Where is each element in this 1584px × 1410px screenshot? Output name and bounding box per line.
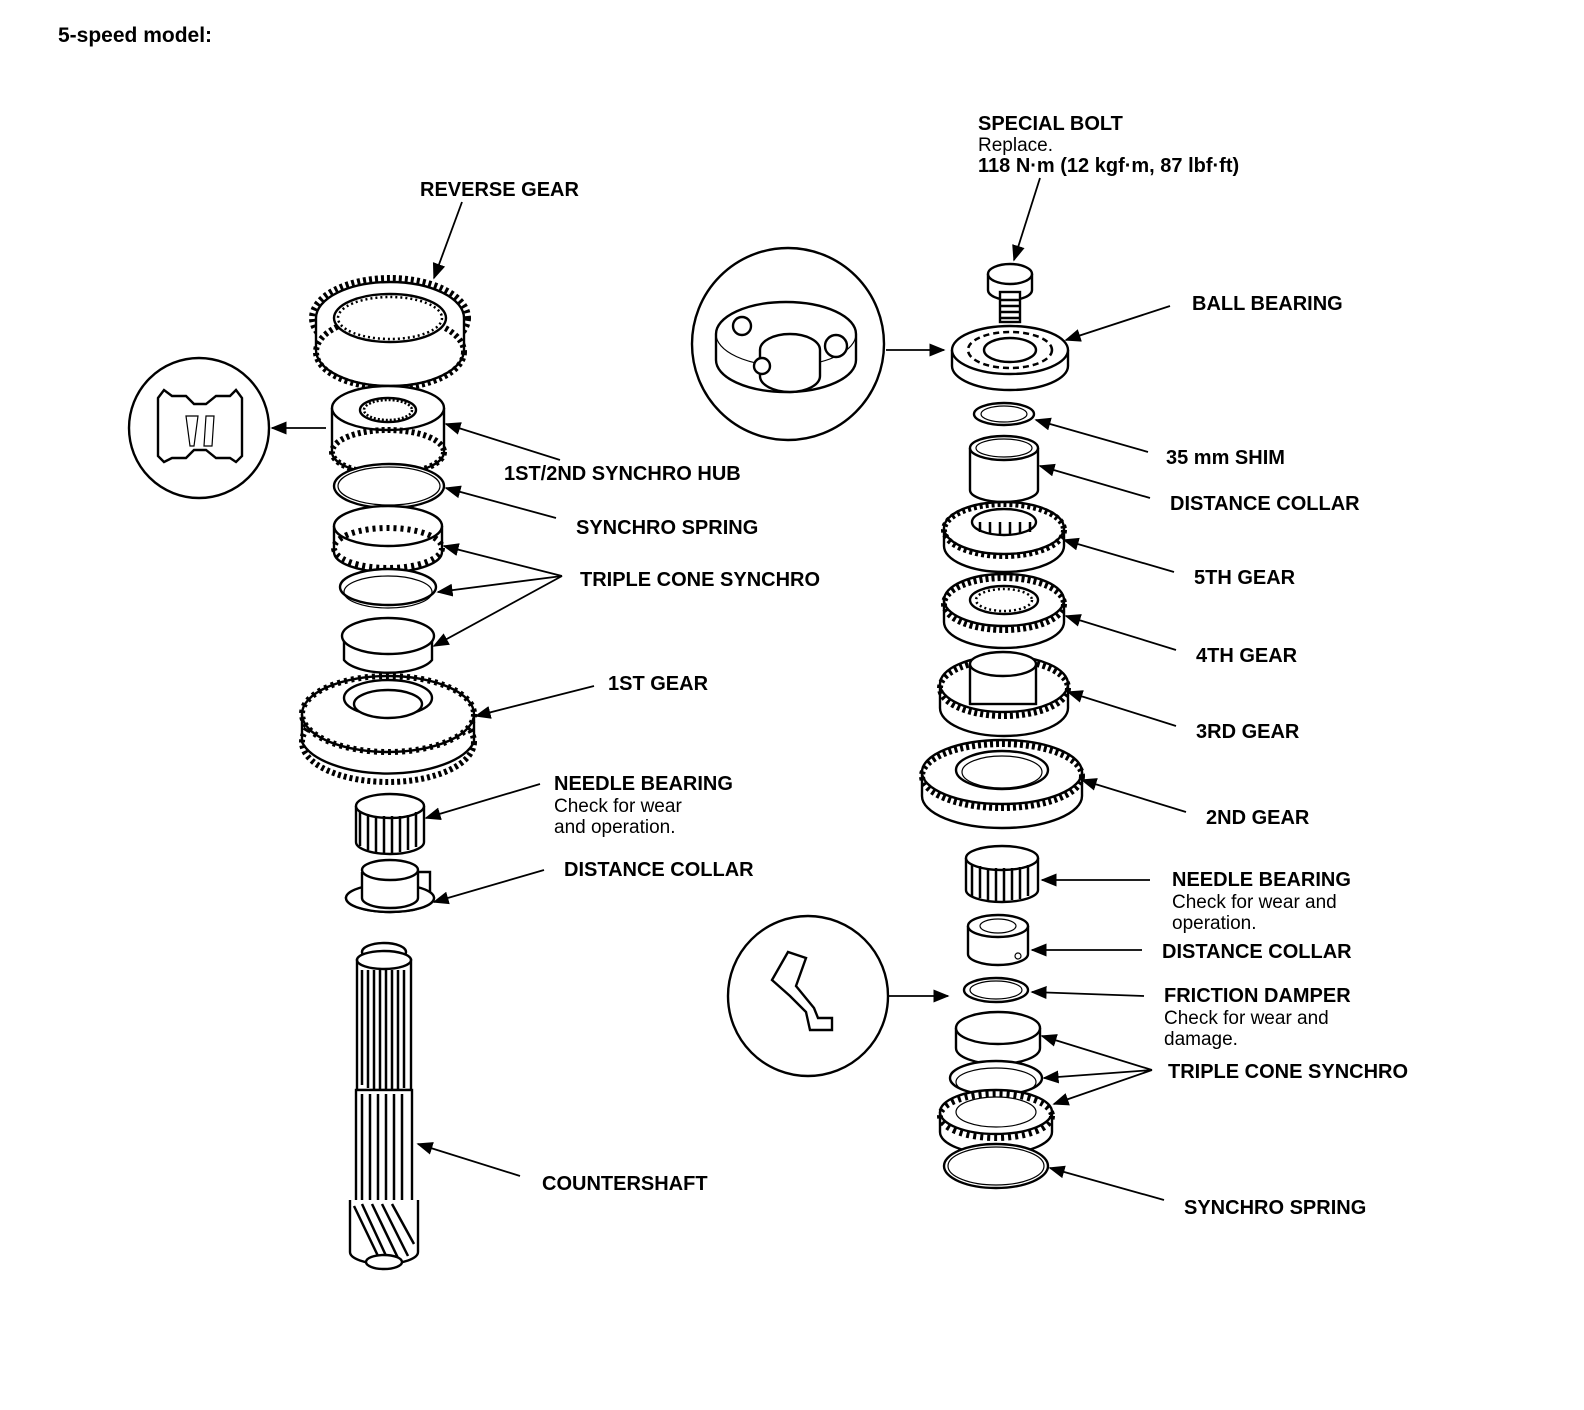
label-special-bolt: SPECIAL BOLT: [978, 113, 1123, 135]
distance-collar-left-part: [344, 858, 436, 914]
label-shim: 35 mm SHIM: [1166, 447, 1285, 469]
synchro-hub-part: [329, 384, 447, 477]
ball-bearing-detail-callout: [690, 246, 886, 442]
label-special-bolt-torque: 118 N·m (12 kgf·m, 87 lbf·ft): [978, 155, 1239, 177]
note-friction-damper-1: Check for wear and: [1164, 1008, 1329, 1029]
label-second-gear: 2ND GEAR: [1206, 807, 1310, 829]
label-reverse-gear: REVERSE GEAR: [420, 179, 579, 201]
left-labels: REVERSE GEAR 1ST/2ND SYNCHRO HUB SYNCHRO…: [420, 179, 820, 1195]
distance-collar-lower-part: [966, 913, 1030, 967]
label-friction-damper: FRICTION DAMPER: [1164, 985, 1351, 1007]
friction-damper-detail-callout: [726, 914, 890, 1078]
label-synchro-spring-right: SYNCHRO SPRING: [1184, 1197, 1366, 1219]
synchro-spring-left-part: [332, 462, 446, 510]
synchro-hub-detail-callout: [127, 356, 271, 500]
fifth-gear-part: [941, 500, 1067, 574]
second-gear-part: [919, 738, 1085, 830]
label-synchro-spring-left: SYNCHRO SPRING: [576, 517, 758, 539]
needle-bearing-left-part: [354, 792, 426, 856]
right-leader-lines: [886, 177, 1187, 1201]
label-first-gear: 1ST GEAR: [608, 673, 709, 695]
needle-bearing-right-part: [964, 844, 1040, 904]
fourth-gear-part: [941, 572, 1067, 650]
distance-collar-upper-part: [968, 434, 1040, 504]
countershaft-part: [348, 941, 420, 1271]
note-friction-damper-2: damage.: [1164, 1029, 1238, 1050]
friction-damper-part: [962, 976, 1030, 1004]
label-triple-cone-synchro-left: TRIPLE CONE SYNCHRO: [580, 569, 820, 591]
synchro-spring-right-part: [942, 1142, 1050, 1190]
label-triple-cone-synchro-right: TRIPLE CONE SYNCHRO: [1168, 1061, 1408, 1083]
label-fourth-gear: 4TH GEAR: [1196, 645, 1298, 667]
note-needle-bearing-left-2: and operation.: [554, 817, 676, 838]
left-assembly: [127, 275, 477, 1271]
note-needle-bearing-left-1: Check for wear: [554, 796, 682, 817]
label-countershaft: COUNTERSHAFT: [542, 1173, 708, 1195]
label-needle-bearing-left: NEEDLE BEARING: [554, 773, 733, 795]
label-distance-collar-lower: DISTANCE COLLAR: [1162, 941, 1352, 963]
note-needle-bearing-right-2: operation.: [1172, 913, 1257, 934]
ball-bearing-part: [950, 324, 1070, 392]
right-assembly: [690, 246, 1085, 1190]
label-fifth-gear: 5TH GEAR: [1194, 567, 1296, 589]
note-needle-bearing-right-1: Check for wear and: [1172, 892, 1337, 913]
first-gear-part: [299, 673, 477, 785]
label-synchro-hub: 1ST/2ND SYNCHRO HUB: [504, 463, 741, 485]
left-leader-lines: [270, 201, 595, 1177]
special-bolt-part: [986, 262, 1034, 324]
third-gear-part: [937, 650, 1071, 738]
label-third-gear: 3RD GEAR: [1196, 721, 1300, 743]
note-special-bolt: Replace.: [978, 135, 1053, 156]
triple-cone-synchro-right-part: [937, 1010, 1055, 1156]
reverse-gear-part: [309, 275, 471, 391]
label-needle-bearing-right: NEEDLE BEARING: [1172, 869, 1351, 891]
triple-cone-synchro-left-part: [331, 504, 445, 674]
label-ball-bearing: BALL BEARING: [1192, 293, 1343, 315]
right-labels: SPECIAL BOLT Replace. 118 N·m (12 kgf·m,…: [978, 113, 1408, 1219]
page-title: 5-speed model:: [58, 24, 212, 47]
label-distance-collar-left: DISTANCE COLLAR: [564, 859, 754, 881]
label-distance-collar-upper: DISTANCE COLLAR: [1170, 493, 1360, 515]
